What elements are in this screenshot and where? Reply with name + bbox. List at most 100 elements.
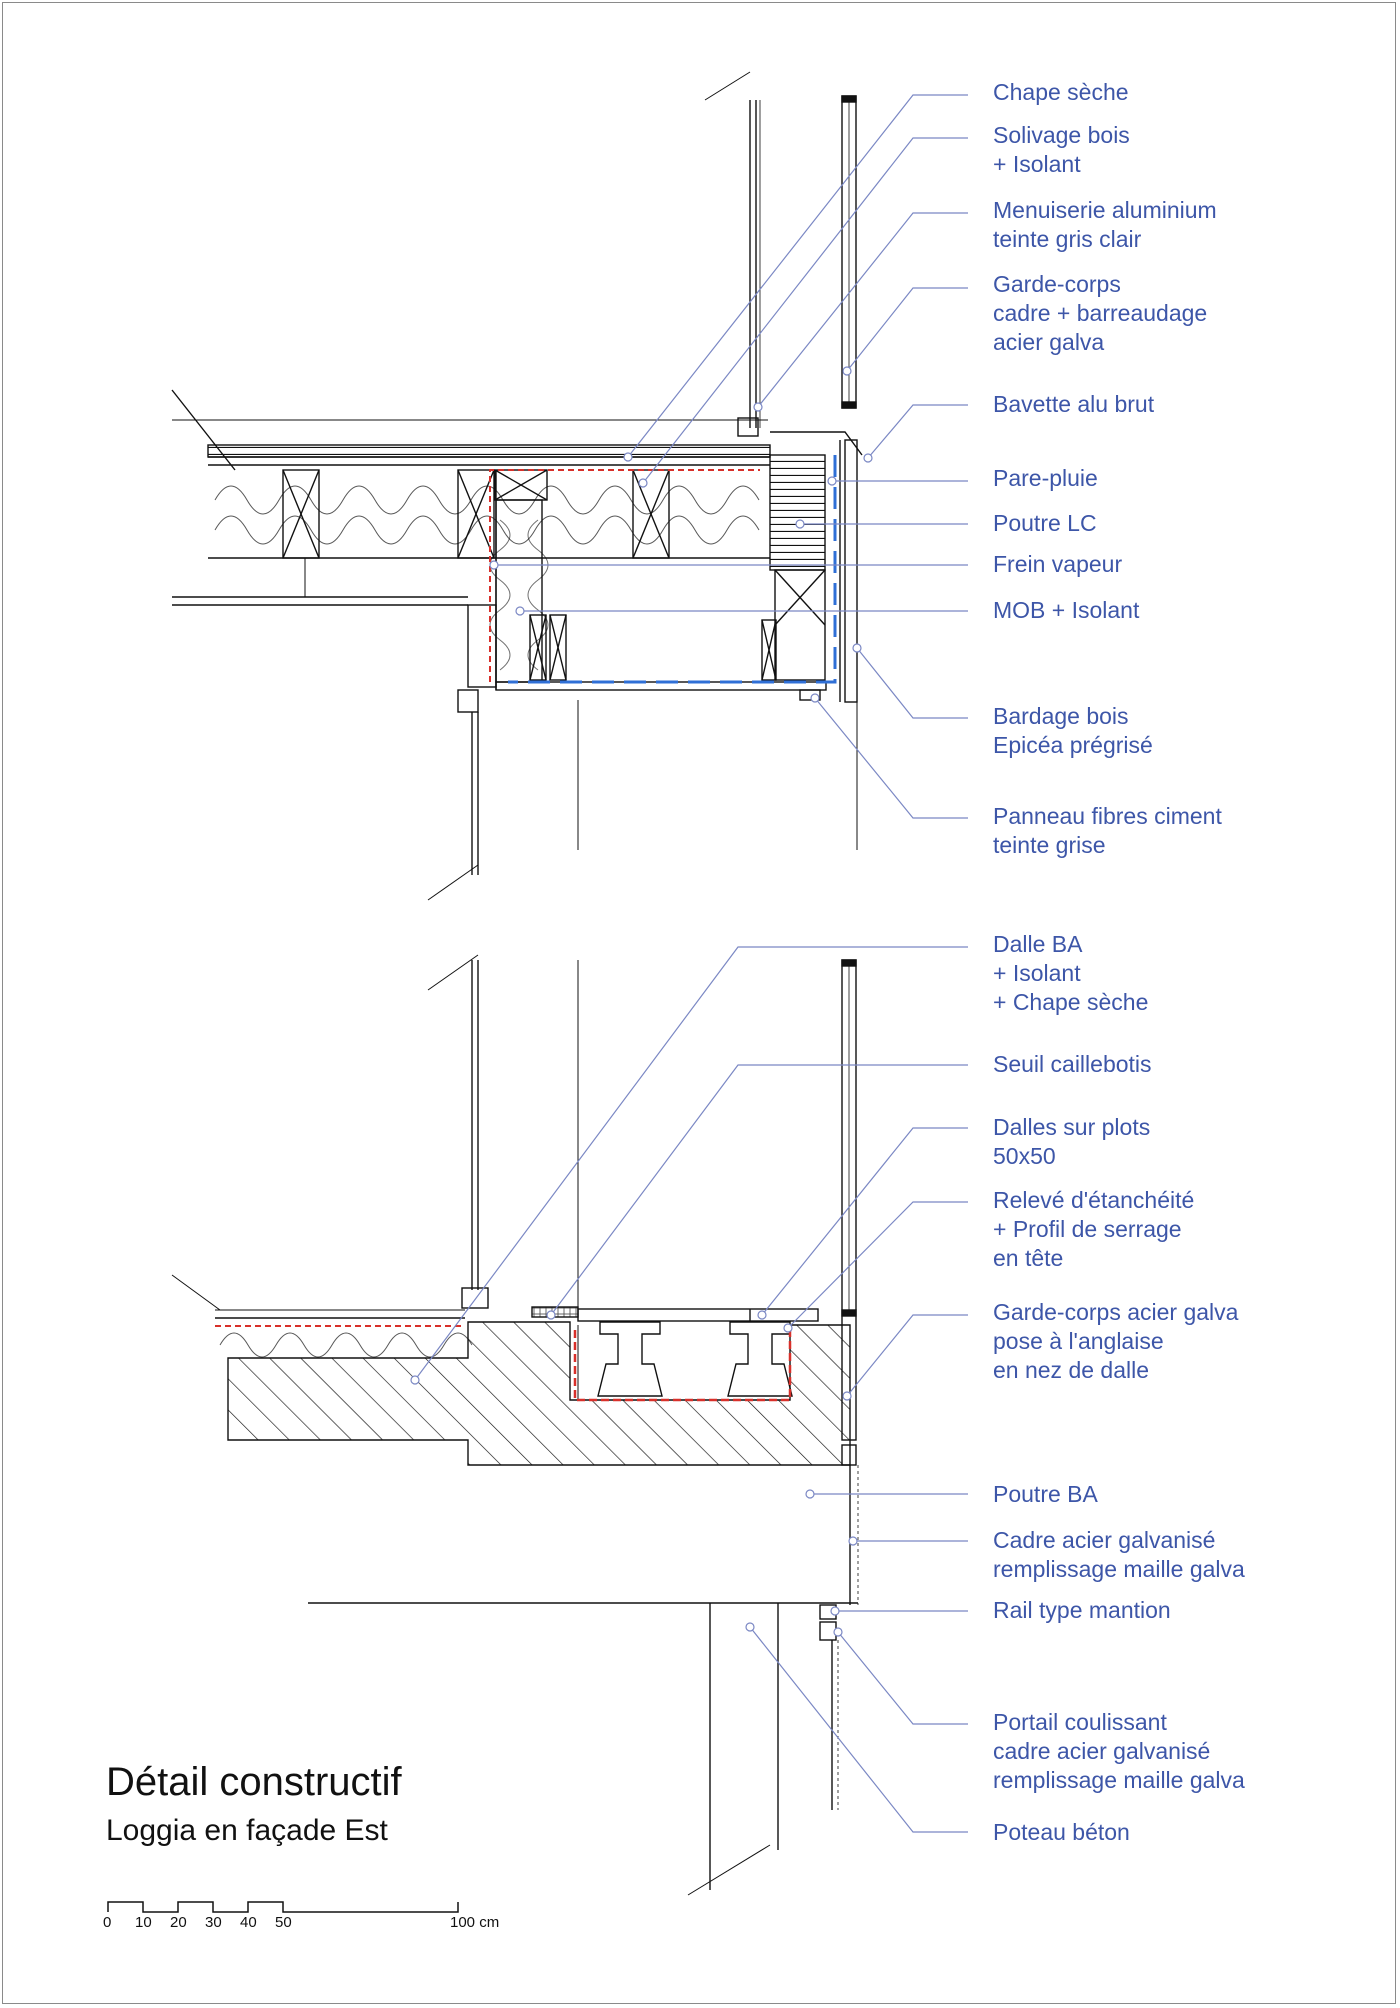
label-releve-etancheite: Relevé d'étanchéité + Profil de serrage en…: [993, 1186, 1194, 1273]
leader-dot-dalles-sur-plots: [757, 1310, 767, 1320]
drawing-title: Détail constructif: [106, 1760, 402, 1804]
leader-dot-seuil-caillebotis: [546, 1310, 556, 1320]
rain-barrier-upper: [508, 455, 837, 684]
label-garde-corps-cadre: Garde-corps cadre + barreaudage acier galv…: [993, 270, 1207, 357]
label-cadre-acier-line-0: Cadre acier galvanisé: [993, 1527, 1216, 1553]
label-cadre-acier-line-1: remplissage maille galva: [993, 1556, 1245, 1582]
lower-frame-box: [774, 569, 826, 681]
leader-solivage-bois: [642, 137, 968, 484]
leader-dot-poteau-beton: [745, 1622, 755, 1632]
label-garde-corps-cadre-line-2: acier galva: [993, 329, 1105, 355]
label-poutre-ba-line-0: Poutre BA: [993, 1481, 1098, 1507]
label-menuiserie-aluminium-line-1: teinte gris clair: [993, 226, 1142, 252]
scale-tick-20: 20: [170, 1914, 187, 1931]
label-portail-coulissant-line-1: cadre acier galvanisé: [993, 1738, 1211, 1764]
guardrail-fixing: [841, 1444, 857, 1466]
label-solivage-bois-line-1: + Isolant: [993, 151, 1081, 177]
label-dalle-ba: Dalle BA + Isolant + Chape sèche: [993, 930, 1148, 1017]
drawing-subtitle: Loggia en façade Est: [106, 1814, 388, 1847]
leader-dot-portail-coulissant: [833, 1627, 843, 1637]
label-chape-seche-line-0: Chape sèche: [993, 79, 1129, 105]
label-poutre-ba: Poutre BA: [993, 1480, 1098, 1509]
leader-menuiserie-aluminium: [757, 212, 968, 408]
label-poteau-beton: Poteau béton: [993, 1818, 1130, 1847]
leader-seuil-caillebotis: [550, 1064, 968, 1316]
leader-dot-releve-etancheite: [783, 1323, 793, 1333]
lower-break-line-bottom: [687, 1844, 771, 1896]
leader-chape-seche: [627, 94, 968, 458]
scale-tick-30: 30: [205, 1914, 222, 1931]
label-rail-mantion-line-0: Rail type mantion: [993, 1597, 1171, 1623]
label-bavette-alu: Bavette alu brut: [993, 390, 1154, 419]
upper-detail: [171, 71, 863, 901]
label-garde-corps-cadre-line-0: Garde-corps: [993, 271, 1121, 297]
label-poutre-lc: Poutre LC: [993, 509, 1097, 538]
scale-tick-10: 10: [135, 1914, 152, 1931]
label-garde-corps-anglaise-line-1: pose à l'anglaise: [993, 1328, 1164, 1354]
leader-dot-bardage-bois: [852, 643, 862, 653]
label-garde-corps-anglaise-line-2: en nez de dalle: [993, 1357, 1150, 1383]
label-poteau-beton-line-0: Poteau béton: [993, 1819, 1130, 1845]
label-portail-coulissant-line-2: remplissage maille galva: [993, 1767, 1245, 1793]
label-releve-etancheite-line-0: Relevé d'étanchéité: [993, 1187, 1195, 1213]
leader-dot-mob-isolant: [515, 606, 525, 616]
door-threshold-profile: [461, 1287, 489, 1309]
mob-insulation-box: [495, 499, 543, 683]
label-bavette-alu-line-0: Bavette alu brut: [993, 391, 1155, 417]
annotation-leaders: [410, 94, 968, 1833]
sill-flashing: [770, 431, 863, 456]
label-cadre-acier: Cadre acier galvanisé remplissage maille …: [993, 1526, 1245, 1584]
leader-dot-dalle-ba: [410, 1375, 420, 1385]
label-releve-etancheite-line-1: + Profil de serrage: [993, 1216, 1182, 1242]
leader-dot-panneau-fibres-ciment: [810, 693, 820, 703]
leader-garde-corps-cadre: [846, 287, 968, 372]
scale-bar: [107, 1901, 459, 1913]
label-seuil-caillebotis: Seuil caillebotis: [993, 1050, 1152, 1079]
label-panneau-fibres-ciment: Panneau fibres ciment teinte grise: [993, 802, 1222, 860]
leader-garde-corps-anglaise: [846, 1314, 968, 1397]
leader-dot-solivage-bois: [638, 478, 648, 488]
leader-releve-etancheite: [787, 1201, 968, 1329]
lower-break-line-top: [427, 954, 479, 991]
leader-dot-menuiserie-aluminium: [753, 402, 763, 412]
leader-dalle-ba: [414, 946, 968, 1381]
leader-poteau-beton: [749, 1626, 968, 1833]
label-frein-vapeur: Frein vapeur: [993, 550, 1122, 579]
label-releve-etancheite-line-2: en tête: [993, 1245, 1064, 1271]
upper-break-line-bottom: [427, 864, 479, 901]
label-seuil-caillebotis-line-0: Seuil caillebotis: [993, 1051, 1152, 1077]
vapour-barrier-upper: [489, 469, 760, 682]
label-panneau-fibres-ciment-line-0: Panneau fibres ciment: [993, 803, 1222, 829]
label-portail-coulissant-line-0: Portail coulissant: [993, 1709, 1167, 1735]
leader-dot-garde-corps-anglaise: [842, 1391, 852, 1401]
timber-cladding: [844, 439, 858, 703]
label-dalle-ba-line-1: + Isolant: [993, 960, 1081, 986]
lower-window-profile: [457, 689, 479, 713]
label-dalle-ba-line-2: + Chape sèche: [993, 989, 1149, 1015]
lower-detail: [171, 954, 859, 1896]
label-dalle-ba-line-0: Dalle BA: [993, 931, 1083, 957]
concrete-slab: [227, 1321, 851, 1466]
upper-membranes: [489, 455, 837, 684]
label-poutre-lc-line-0: Poutre LC: [993, 510, 1097, 536]
upper-break-line-top: [704, 71, 751, 101]
dry-screed-layer: [207, 444, 771, 458]
scale-tick-50: 50: [275, 1914, 292, 1931]
scale-end-label: 100 cm: [450, 1914, 500, 1931]
label-garde-corps-cadre-line-1: cadre + barreaudage: [993, 300, 1208, 326]
leader-dot-frein-vapeur: [489, 560, 499, 570]
leader-panneau-fibres-ciment: [814, 697, 968, 819]
label-panneau-fibres-ciment-line-1: teinte grise: [993, 832, 1106, 858]
soffit-profile: [799, 689, 821, 701]
leader-dot-pare-pluie: [827, 476, 837, 486]
label-frein-vapeur-line-0: Frein vapeur: [993, 551, 1123, 577]
pedestals: [597, 1321, 793, 1397]
leader-dot-poutre-lc: [795, 519, 805, 529]
label-chape-seche: Chape sèche: [993, 78, 1129, 107]
